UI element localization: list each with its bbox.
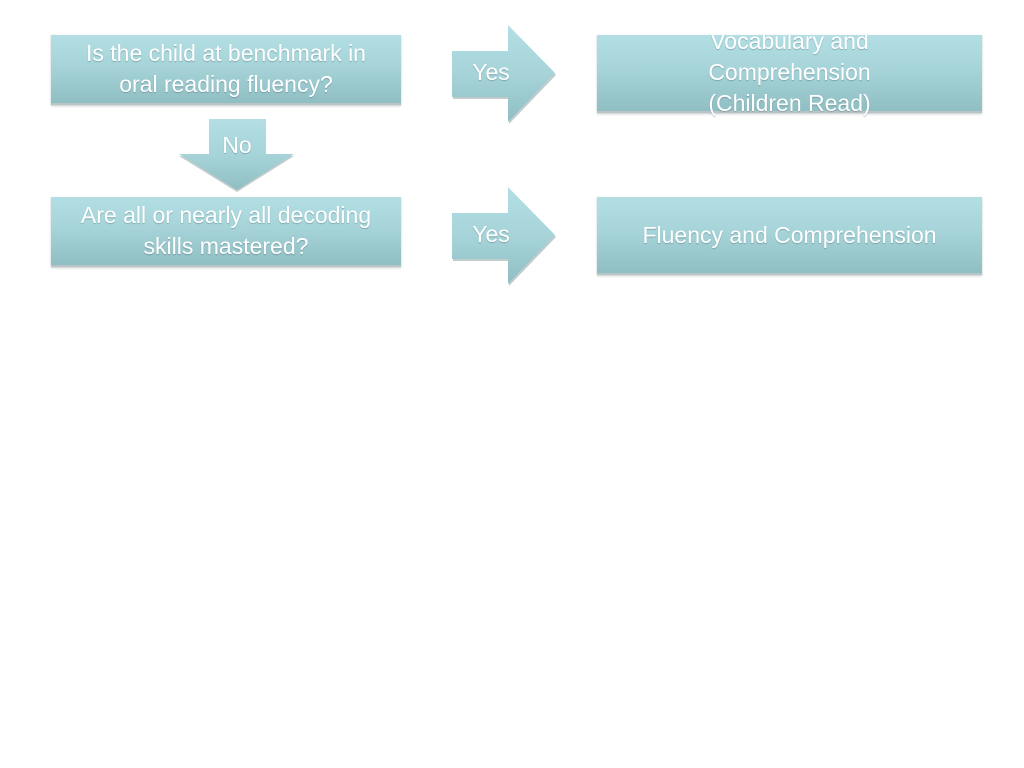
question-box-decoding-skills-text: Are all or nearly all decoding skills ma… [80,202,372,259]
question-box-decoding-skills: Are all or nearly all decoding skills ma… [51,197,401,267]
yes-arrow-1: Yes [450,24,558,124]
result-box-fluency-comprehension: Fluency and Comprehension [597,197,982,275]
yes-arrow-1-label: Yes [472,59,510,85]
no-arrow: No [178,118,296,192]
right-arrow-icon [452,187,556,286]
down-arrow-icon [179,119,294,192]
yes-arrow-2-label: Yes [472,221,510,247]
question-box-benchmark-text: Is the child at benchmark in oral readin… [86,40,366,97]
result-box-vocabulary-comprehension: Vocabulary and Comprehension (Children R… [597,28,982,116]
question-box-benchmark: Is the child at benchmark in oral readin… [51,35,401,105]
right-arrow-icon [452,25,556,124]
no-arrow-label: No [222,132,252,158]
result-box-fluency-comprehension-text: Fluency and Comprehension [642,221,937,248]
yes-arrow-2: Yes [450,186,558,286]
result-box-vocabulary-comprehension-text: Vocabulary and Comprehension (Children R… [708,27,871,116]
